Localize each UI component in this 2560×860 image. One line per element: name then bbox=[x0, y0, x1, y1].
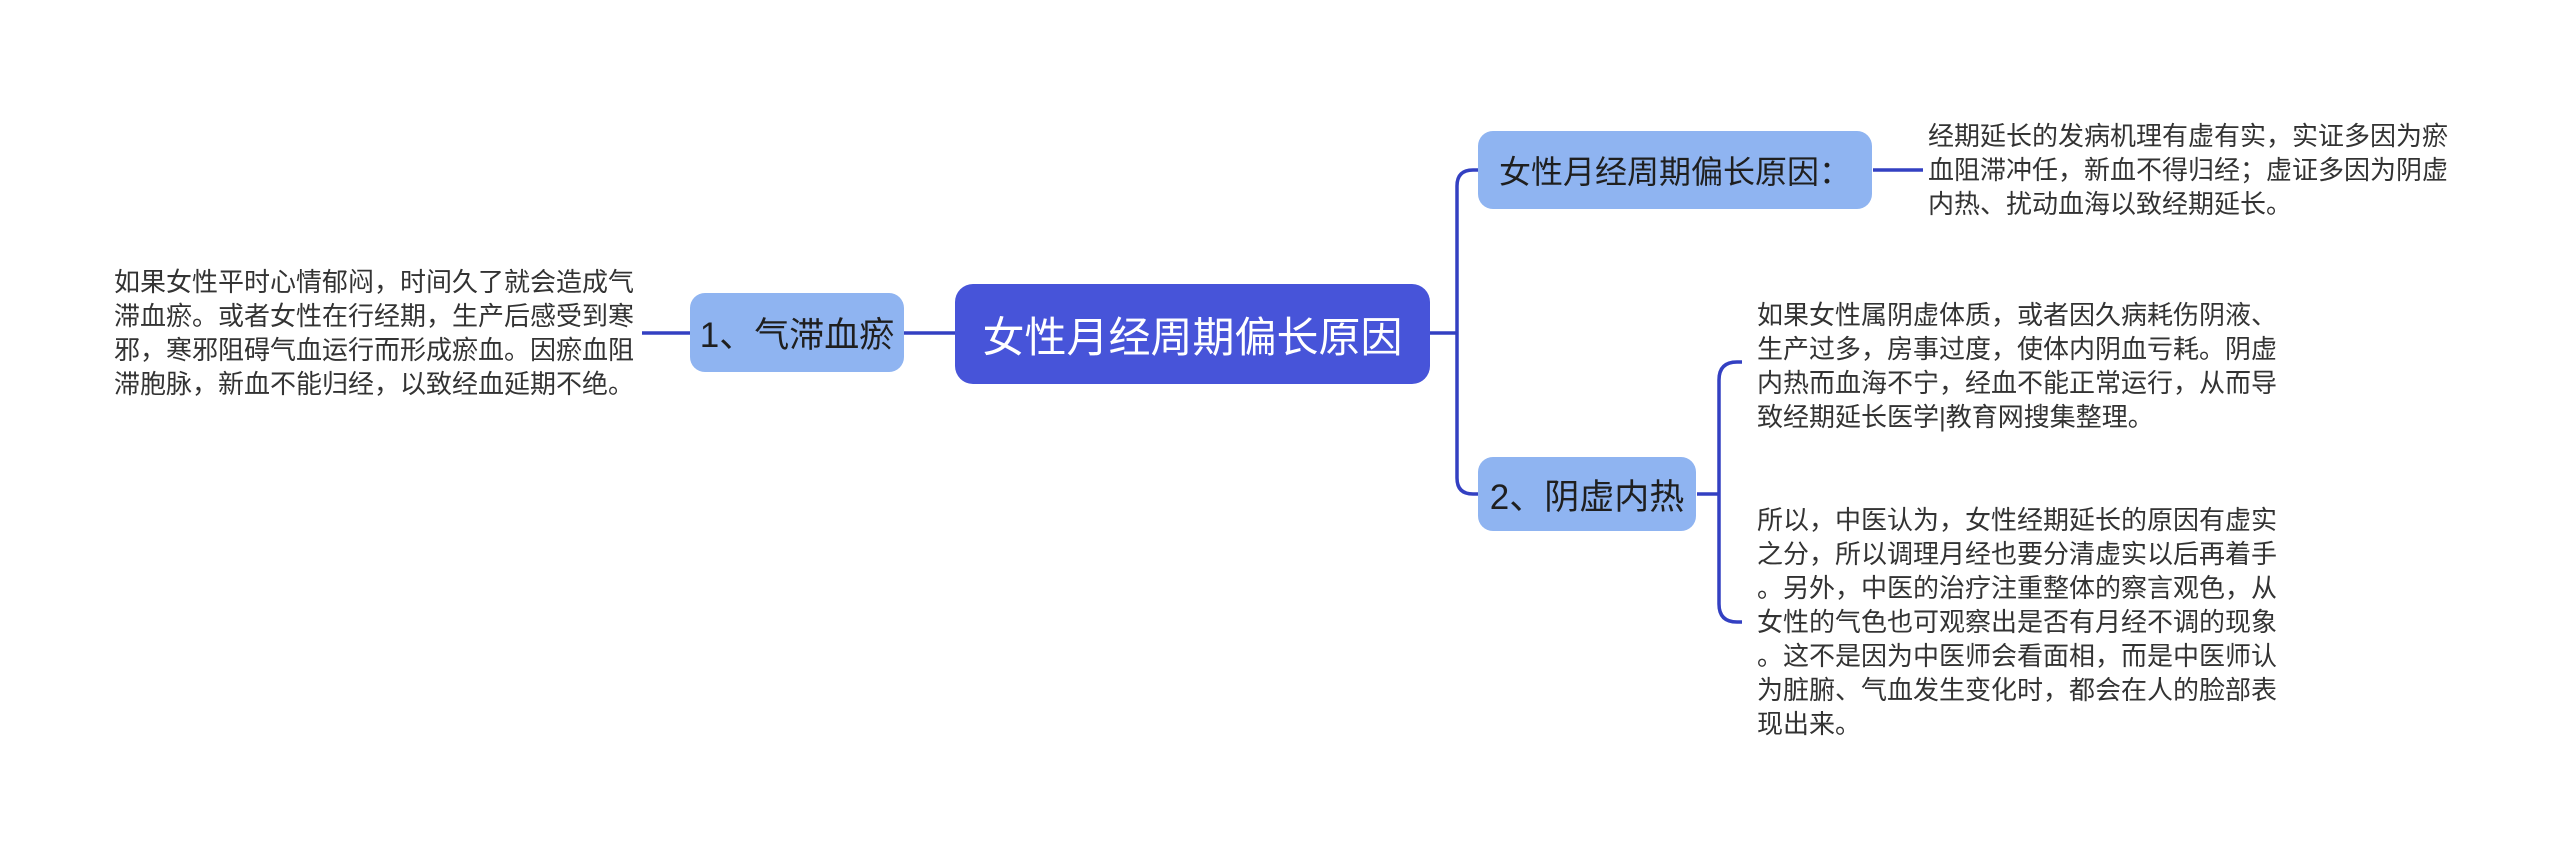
topic-qi-stagnation-blood-stasis[interactable]: 1、气滞血瘀 bbox=[690, 293, 904, 372]
root-topic[interactable]: 女性月经周期偏长原因 bbox=[955, 284, 1430, 384]
connector-right-bracket bbox=[1717, 360, 1742, 624]
connector-right-trunk bbox=[1455, 168, 1478, 496]
note-tcm-summary[interactable]: 所以，中医认为，女性经期延长的原因有虚实之分，所以调理月经也要分清虚实以后再着手… bbox=[1757, 505, 2278, 739]
note-yin-deficiency-cause[interactable]: 如果女性属阴虚体质，或者因久病耗伤阴液、生产过多，房事过度，使体内阴血亏耗。阴虚… bbox=[1757, 300, 2278, 432]
note-qi-stagnation[interactable]: 如果女性平时心情郁闷，时间久了就会造成气滞血瘀。或者女性在行经期，生产后感受到寒… bbox=[114, 267, 635, 399]
note-pathogenesis[interactable]: 经期延长的发病机理有虚有实，实证多因为瘀血阻滞冲任，新血不得归经；虚证多因为阴虚… bbox=[1928, 121, 2449, 219]
topic-yin-deficiency-internal-heat[interactable]: 2、阴虚内热 bbox=[1478, 457, 1696, 531]
topic-cycle-reasons-heading[interactable]: 女性月经周期偏长原因： bbox=[1478, 131, 1872, 209]
